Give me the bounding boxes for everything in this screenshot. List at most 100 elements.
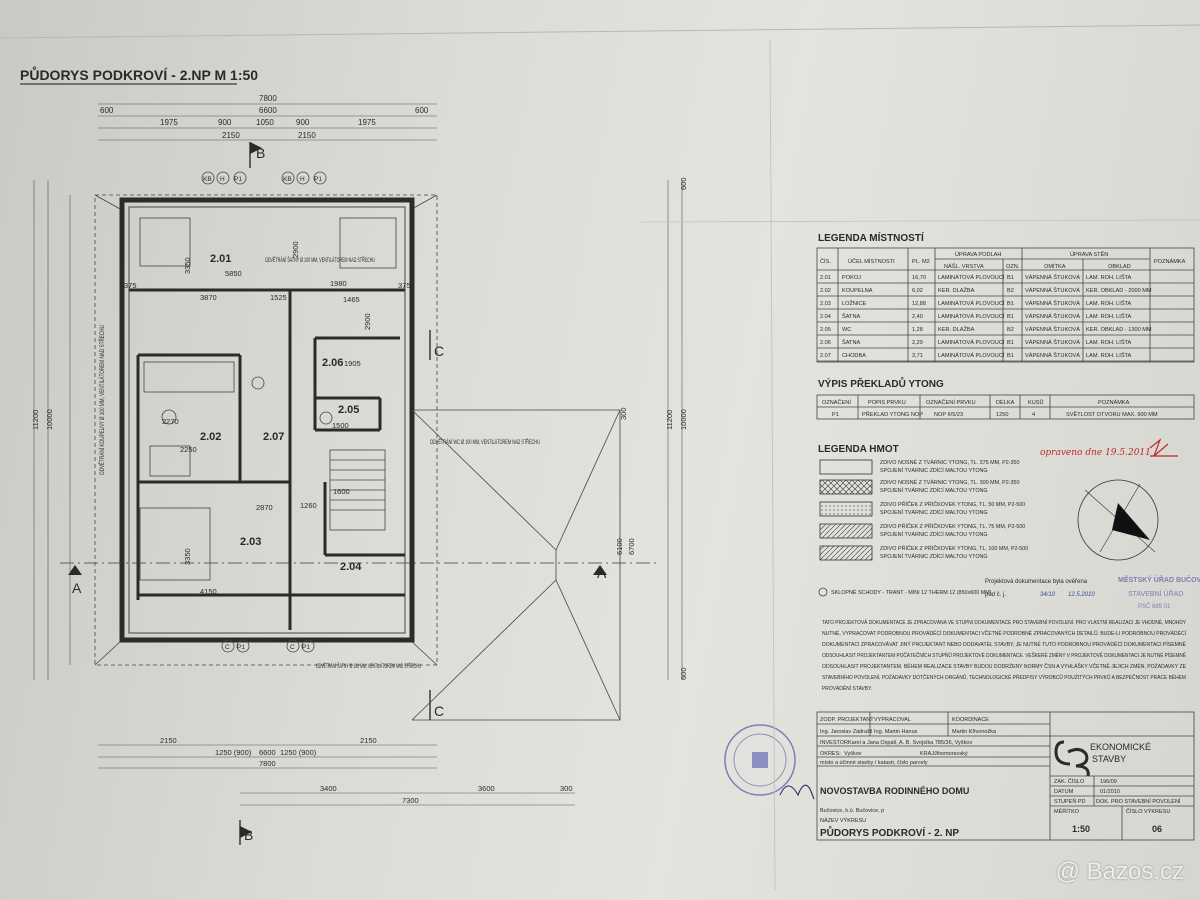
bottom-dimensions: 2150 1250 (900) 1250 (900) 2150 6600 780… bbox=[98, 736, 575, 806]
legend-cell: LAMINÁTOVÁ PLOVOUCÍ bbox=[938, 313, 1005, 320]
svg-text:11200: 11200 bbox=[665, 410, 674, 430]
legend-cell: ŠATNA bbox=[842, 313, 861, 320]
legend-cell: B1 bbox=[1007, 353, 1014, 359]
room-2-04: 2.04 bbox=[340, 561, 362, 573]
dim-r2-4: 1975 bbox=[358, 118, 376, 127]
svg-text:7300: 7300 bbox=[402, 796, 419, 805]
svg-text:1500: 1500 bbox=[332, 421, 349, 430]
room-2-07: 2.07 bbox=[263, 431, 284, 443]
svg-text:místo a účinné stavby / katast: místo a účinné stavby / katastr, číslo p… bbox=[820, 760, 928, 766]
disclaimer-line: TATO PROJEKTOVÁ DOKUMENTACE JE ZPRACOVÁN… bbox=[822, 619, 1186, 626]
dim-right-600: 600 bbox=[415, 106, 429, 115]
svg-text:SPOJENÍ TVÁRNIC ZDÍCÍ MALTOU Y: SPOJENÍ TVÁRNIC ZDÍCÍ MALTOU YTONG bbox=[880, 553, 988, 560]
note-sat-vent-2: ODVĚTRÁNÍ ŠATNY Ø 100 MM, VENTILÁTOREM N… bbox=[316, 662, 421, 670]
drawing-name: PŮDORYS PODKROVÍ - 2. NP bbox=[820, 825, 959, 839]
legend-cell: WC bbox=[842, 327, 851, 333]
red-signature bbox=[1149, 438, 1178, 457]
svg-text:4150: 4150 bbox=[200, 587, 217, 596]
legend-cell: 2.06 bbox=[820, 340, 831, 346]
dim-r2-2: 1050 bbox=[256, 118, 274, 127]
section-b-top: B bbox=[249, 142, 265, 168]
svg-text:1260: 1260 bbox=[300, 501, 317, 510]
office-stamp-2: STAVEBNÍ ÚŘAD bbox=[1128, 589, 1183, 598]
legend-cell: 2.03 bbox=[820, 301, 831, 307]
legend-cell: 2.04 bbox=[820, 314, 831, 320]
section-c-marks: C C bbox=[429, 330, 444, 720]
svg-text:B: B bbox=[256, 145, 265, 161]
legend-cell: 3,71 bbox=[912, 353, 923, 359]
svg-text:MĚŘÍTKO: MĚŘÍTKO bbox=[1054, 807, 1080, 815]
svg-text:3870: 3870 bbox=[200, 293, 217, 302]
legend-cell: KOUPELNA bbox=[842, 288, 873, 294]
disclaimer-line: NUTNÉ, VYPRACOVAT PODROBNOU PROVÁDĚCÍ DO… bbox=[822, 629, 1186, 637]
svg-text:11200: 11200 bbox=[31, 410, 40, 430]
svg-text:H: H bbox=[220, 176, 225, 183]
svg-text:ÚČEL MÍSTNOSTI: ÚČEL MÍSTNOSTI bbox=[848, 258, 895, 265]
svg-text:2900: 2900 bbox=[291, 241, 300, 258]
svg-text:SPOJENÍ TVÁRNIC ZDÍCÍ MALTOU Y: SPOJENÍ TVÁRNIC ZDÍCÍ MALTOU YTONG bbox=[880, 531, 988, 538]
svg-text:KUSŮ: KUSŮ bbox=[1028, 399, 1044, 406]
disclaimer-line: PROVÁDĚNÍ STAVBY. bbox=[822, 684, 872, 692]
svg-text:POZNÁMKA: POZNÁMKA bbox=[1154, 258, 1186, 265]
legend-cell: 16,70 bbox=[912, 275, 926, 281]
dim-r3-1: 2150 bbox=[298, 131, 316, 140]
svg-text:A: A bbox=[72, 580, 82, 596]
svg-text:3400: 3400 bbox=[320, 784, 337, 793]
svg-text:300: 300 bbox=[619, 407, 628, 420]
title-block: ZODP. PROJEKTANT Ing. Jaroslav Zádražil … bbox=[816, 711, 1195, 841]
roof-slope-lines bbox=[411, 409, 621, 721]
svg-text:B: B bbox=[244, 827, 253, 843]
legend-cell: 2.02 bbox=[820, 288, 831, 294]
svg-text:OMÍTKA: OMÍTKA bbox=[1044, 263, 1066, 270]
svg-text:1905: 1905 bbox=[344, 359, 361, 368]
dim-left-600: 600 bbox=[100, 106, 114, 115]
svg-text:Bučovice, k.ú. Bučovice, p: Bučovice, k.ú. Bučovice, p bbox=[820, 808, 884, 814]
svg-text:2900: 2900 bbox=[363, 313, 372, 330]
svg-text:KRAJ:: KRAJ: bbox=[920, 751, 936, 757]
legend-cell: LAMINÁTOVÁ PLOVOUCÍ bbox=[938, 274, 1005, 281]
note-wc-vent: ODVĚTRÁNÍ WC Ø 100 MM, VENTILÁTOREM NAD … bbox=[430, 438, 540, 446]
svg-text:3350: 3350 bbox=[183, 548, 192, 565]
office-stamp-1: MĚSTSKÝ ÚŘAD BUČOVICE bbox=[1118, 575, 1200, 584]
inner-dimensions: 3870 1525 1980 1465 5850 375 375 2270 22… bbox=[124, 241, 411, 596]
company-line2: STAVBY bbox=[1092, 754, 1126, 764]
svg-text:1600: 1600 bbox=[333, 487, 350, 496]
vent-notes: ODVĚTRÁNÍ ŠATNY Ø 100 MM, VENTILÁTOREM N… bbox=[98, 256, 540, 670]
legend-cell: POKOJ bbox=[842, 275, 861, 281]
svg-text:1465: 1465 bbox=[343, 295, 360, 304]
svg-text:2270: 2270 bbox=[162, 417, 179, 426]
svg-text:KB: KB bbox=[283, 176, 292, 183]
disclaimer-text: TATO PROJEKTOVÁ DOKUMENTACE JE ZPRACOVÁN… bbox=[822, 619, 1186, 692]
verification-stamp: Projektová dokumentace byla ověřena pod … bbox=[985, 575, 1200, 610]
legend-cell: 2,29 bbox=[912, 340, 923, 346]
svg-text:P1: P1 bbox=[314, 176, 322, 183]
materials-heading: LEGENDA HMOT bbox=[818, 444, 899, 455]
svg-text:1980: 1980 bbox=[330, 279, 347, 288]
legend-cell: B2 bbox=[1007, 327, 1014, 333]
svg-text:Karel a Jana Ospalí, A. B. Svo: Karel a Jana Ospalí, A. B. Svojsíka 785/… bbox=[848, 740, 972, 746]
svg-text:KB: KB bbox=[203, 176, 212, 183]
site-watermark: @ Bazos.cz bbox=[1055, 858, 1184, 885]
svg-text:ZAK. ČÍSLO: ZAK. ČÍSLO bbox=[1054, 778, 1085, 785]
legend-cell: 2.01 bbox=[820, 275, 831, 281]
dim-r2-3: 900 bbox=[296, 118, 310, 127]
handwritten-correction: opraveno dne 19.5.2011 bbox=[1040, 448, 1151, 458]
svg-text:H: H bbox=[300, 176, 305, 183]
svg-text:2250: 2250 bbox=[180, 445, 197, 454]
window-tags: KB H P1 KB H P1 C P1 C P1 bbox=[201, 171, 327, 653]
room-labels: 2.01 2.02 2.03 2.04 2.05 2.06 2.07 bbox=[200, 253, 362, 573]
svg-text:2150: 2150 bbox=[160, 736, 177, 745]
round-stamp bbox=[724, 724, 796, 796]
dim-total-top: 7800 bbox=[259, 94, 277, 103]
svg-text:Ing. Jaroslav Zádražil: Ing. Jaroslav Zádražil bbox=[820, 729, 872, 735]
room-2-05: 2.05 bbox=[338, 404, 359, 416]
note-sat-vent: ODVĚTRÁNÍ ŠATNY Ø 100 MM, VENTILÁTOREM N… bbox=[265, 256, 375, 264]
legend-cell: KER. OBKLAD - 1300 MM bbox=[1086, 327, 1152, 333]
legend-cell: LAM. ROH. LIŠTA bbox=[1086, 352, 1132, 359]
legend-cell: B1 bbox=[1007, 301, 1014, 307]
svg-text:ÚPRAVA STĚN: ÚPRAVA STĚN bbox=[1070, 250, 1108, 258]
svg-text:10000: 10000 bbox=[679, 409, 688, 430]
room-2-06: 2.06 bbox=[322, 357, 343, 369]
svg-text:NOP II/5/23: NOP II/5/23 bbox=[934, 412, 963, 418]
